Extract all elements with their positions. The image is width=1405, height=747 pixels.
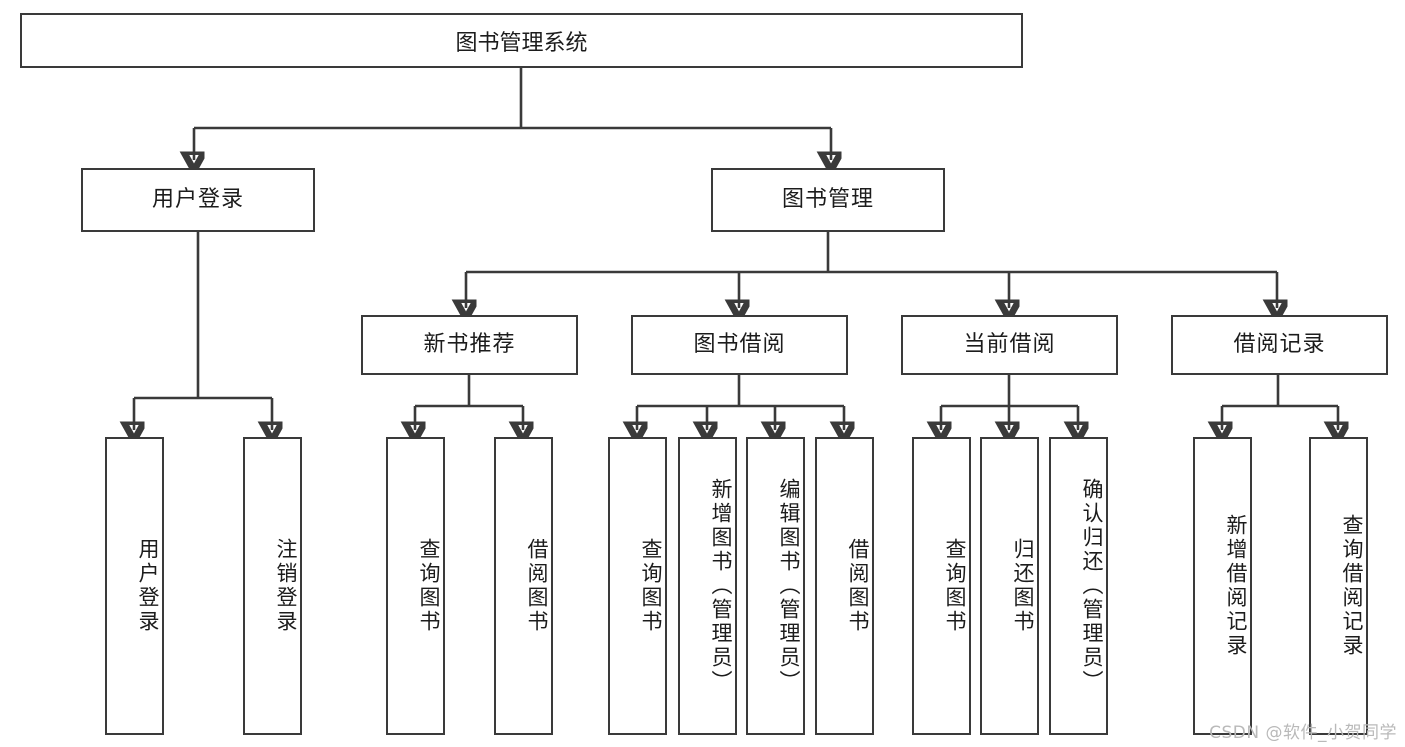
node-label: 借阅图书 (846, 538, 870, 634)
node-root-system[interactable]: 图书管理系统 (20, 13, 1023, 68)
leaf-current-query-book[interactable]: 查询图书 (912, 437, 971, 735)
leaf-logout[interactable]: 注销登录 (243, 437, 302, 735)
node-label: 图书管理系统 (455, 30, 588, 56)
node-label: 新书推荐 (423, 331, 516, 357)
node-label: 确认归还（管理员） (1080, 478, 1104, 694)
leaf-records-query-record[interactable]: 查询借阅记录 (1309, 437, 1368, 735)
node-label: 当前借阅 (963, 331, 1056, 357)
node-label: 归还图书 (1011, 538, 1035, 634)
node-label: 图书借阅 (693, 331, 786, 357)
node-label: 新增借阅记录 (1224, 514, 1248, 658)
node-label: 查询图书 (943, 538, 967, 634)
leaf-borrow-query-book[interactable]: 查询图书 (608, 437, 667, 735)
node-label: 查询图书 (639, 538, 663, 634)
leaf-recommend-query-book[interactable]: 查询图书 (386, 437, 445, 735)
node-book-borrow[interactable]: 图书借阅 (631, 315, 848, 375)
leaf-records-add-record[interactable]: 新增借阅记录 (1193, 437, 1252, 735)
node-label: 查询图书 (417, 538, 441, 634)
leaf-recommend-borrow-book[interactable]: 借阅图书 (494, 437, 553, 735)
leaf-borrow-add-book-admin[interactable]: 新增图书（管理员） (678, 437, 737, 735)
node-label: 新增图书（管理员） (709, 478, 733, 694)
leaf-borrow-edit-book-admin[interactable]: 编辑图书（管理员） (746, 437, 805, 735)
leaf-borrow-borrow-book[interactable]: 借阅图书 (815, 437, 874, 735)
node-label: 借阅记录 (1233, 331, 1326, 357)
node-label: 编辑图书（管理员） (777, 478, 801, 694)
node-user-login[interactable]: 用户登录 (81, 168, 315, 232)
leaf-current-confirm-return-admin[interactable]: 确认归还（管理员） (1049, 437, 1108, 735)
watermark-text: CSDN @软件_小贺同学 (1209, 723, 1397, 743)
node-current-borrow[interactable]: 当前借阅 (901, 315, 1118, 375)
node-label: 图书管理 (781, 186, 874, 212)
node-label: 查询借阅记录 (1340, 514, 1364, 658)
node-label: 借阅图书 (525, 538, 549, 634)
node-book-management[interactable]: 图书管理 (711, 168, 945, 232)
leaf-current-return-book[interactable]: 归还图书 (980, 437, 1039, 735)
node-new-book-recommend[interactable]: 新书推荐 (361, 315, 578, 375)
leaf-user-login[interactable]: 用户登录 (105, 437, 164, 735)
node-borrow-records[interactable]: 借阅记录 (1171, 315, 1388, 375)
node-label: 用户登录 (136, 538, 160, 634)
node-label: 注销登录 (274, 538, 298, 634)
node-label: 用户登录 (151, 186, 244, 212)
